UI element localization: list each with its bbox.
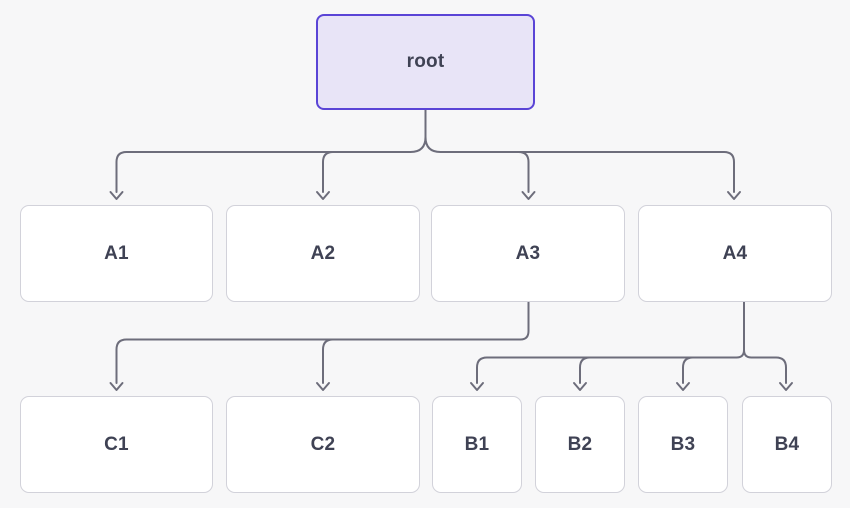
edge-a4-to-b4 bbox=[743, 349, 787, 384]
node-c1[interactable]: C1 bbox=[20, 396, 213, 493]
node-a1[interactable]: A1 bbox=[20, 205, 213, 302]
edge-a4-to-b3 bbox=[682, 356, 694, 384]
node-a1-label: A1 bbox=[104, 242, 129, 264]
arrowhead-a4 bbox=[727, 191, 741, 200]
edge-a4-to-b1 bbox=[476, 301, 745, 384]
arrowhead-c2 bbox=[316, 382, 330, 391]
arrowhead-c1 bbox=[109, 382, 124, 391]
node-a3[interactable]: A3 bbox=[431, 205, 625, 302]
node-root-label: root bbox=[406, 51, 445, 72]
arrowhead-a3 bbox=[521, 191, 536, 200]
arrowhead-b2 bbox=[573, 382, 587, 391]
node-b2-label: B2 bbox=[567, 433, 593, 455]
node-c1-label: C1 bbox=[104, 433, 129, 455]
edge-root-to-a4 bbox=[424, 136, 735, 193]
node-b4-label: B4 bbox=[774, 433, 800, 455]
node-b3-label: B3 bbox=[670, 433, 696, 455]
arrowhead-a1 bbox=[109, 191, 124, 200]
edge-root-to-a1 bbox=[115, 136, 427, 193]
arrowhead-b1 bbox=[470, 382, 484, 391]
node-a4[interactable]: A4 bbox=[638, 205, 832, 302]
node-b1[interactable]: B1 bbox=[432, 396, 522, 493]
edge-root-to-a3 bbox=[517, 151, 530, 193]
node-c2-label: C2 bbox=[310, 433, 336, 455]
node-a4-label: A4 bbox=[722, 242, 748, 264]
node-c2[interactable]: C2 bbox=[226, 396, 420, 493]
edge-a3-to-c2 bbox=[322, 338, 334, 384]
arrowhead-b3 bbox=[676, 382, 690, 391]
node-a2-label: A2 bbox=[310, 242, 336, 264]
node-b3[interactable]: B3 bbox=[638, 396, 728, 493]
node-root[interactable]: root bbox=[316, 14, 535, 110]
arrowhead-a2 bbox=[316, 191, 330, 200]
node-b1-label: B1 bbox=[464, 433, 490, 455]
node-a2[interactable]: A2 bbox=[226, 205, 420, 302]
edge-a4-to-b2 bbox=[579, 356, 591, 384]
arrowhead-b4 bbox=[779, 382, 793, 391]
node-b4[interactable]: B4 bbox=[742, 396, 832, 493]
edge-root-to-a2 bbox=[322, 151, 334, 193]
node-a3-label: A3 bbox=[515, 242, 541, 264]
node-b2[interactable]: B2 bbox=[535, 396, 625, 493]
edge-a3-to-c1 bbox=[115, 301, 530, 384]
